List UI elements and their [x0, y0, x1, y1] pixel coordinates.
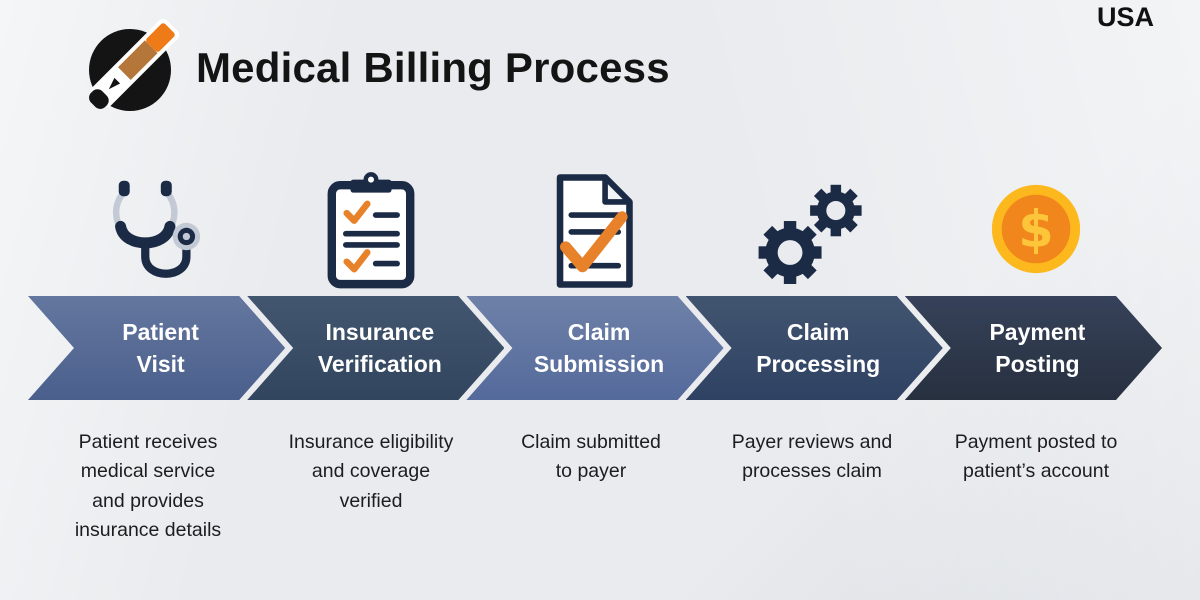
stethoscope-icon	[112, 180, 201, 278]
step-4-chevron: Claim Processing	[686, 296, 943, 400]
gears-icon	[758, 184, 862, 284]
process-flow: Patient Visit Insurance Verification Cla…	[28, 296, 1162, 400]
step-1-title: Patient Visit	[122, 318, 199, 377]
pen-circle-logo-icon	[89, 18, 180, 111]
step-4-icon-slot	[702, 152, 922, 292]
step-2-title: Insurance Verification	[317, 318, 442, 377]
step-5-icon-slot: $	[926, 152, 1146, 292]
step-2-description: Insurance eligibility and coverage verif…	[288, 431, 454, 512]
step-2-chevron: Insurance Verification	[247, 296, 504, 400]
step-4-title: Claim Processing	[756, 318, 881, 377]
step-5-title: Payment Posting	[989, 318, 1086, 377]
dollar-sign-glyph: $	[1018, 201, 1053, 260]
coin-dollar-icon: $	[991, 184, 1081, 274]
step-3-description: Claim submitted to payer	[521, 431, 661, 483]
clipboard-checklist-icon	[327, 172, 415, 289]
document-check-icon	[556, 174, 633, 288]
step-3-title: Claim Submission	[533, 318, 665, 377]
step-1-description: Patient receives medical service and pro…	[74, 431, 222, 541]
step-3-icon-slot	[481, 152, 701, 292]
step-3-chevron: Claim Submission	[466, 296, 723, 400]
step-2-icon-slot	[261, 152, 481, 292]
step-1-icon-slot	[38, 152, 258, 292]
country-label: USA	[1096, 2, 1154, 32]
step-5-description: Payment posted to patient’s account	[954, 431, 1118, 483]
step-1-chevron: Patient Visit	[28, 296, 285, 400]
step-4-description: Payer reviews and processes claim	[731, 431, 893, 483]
step-5-chevron: Payment Posting	[905, 296, 1162, 400]
page-title: Medical Billing Process	[196, 44, 670, 91]
